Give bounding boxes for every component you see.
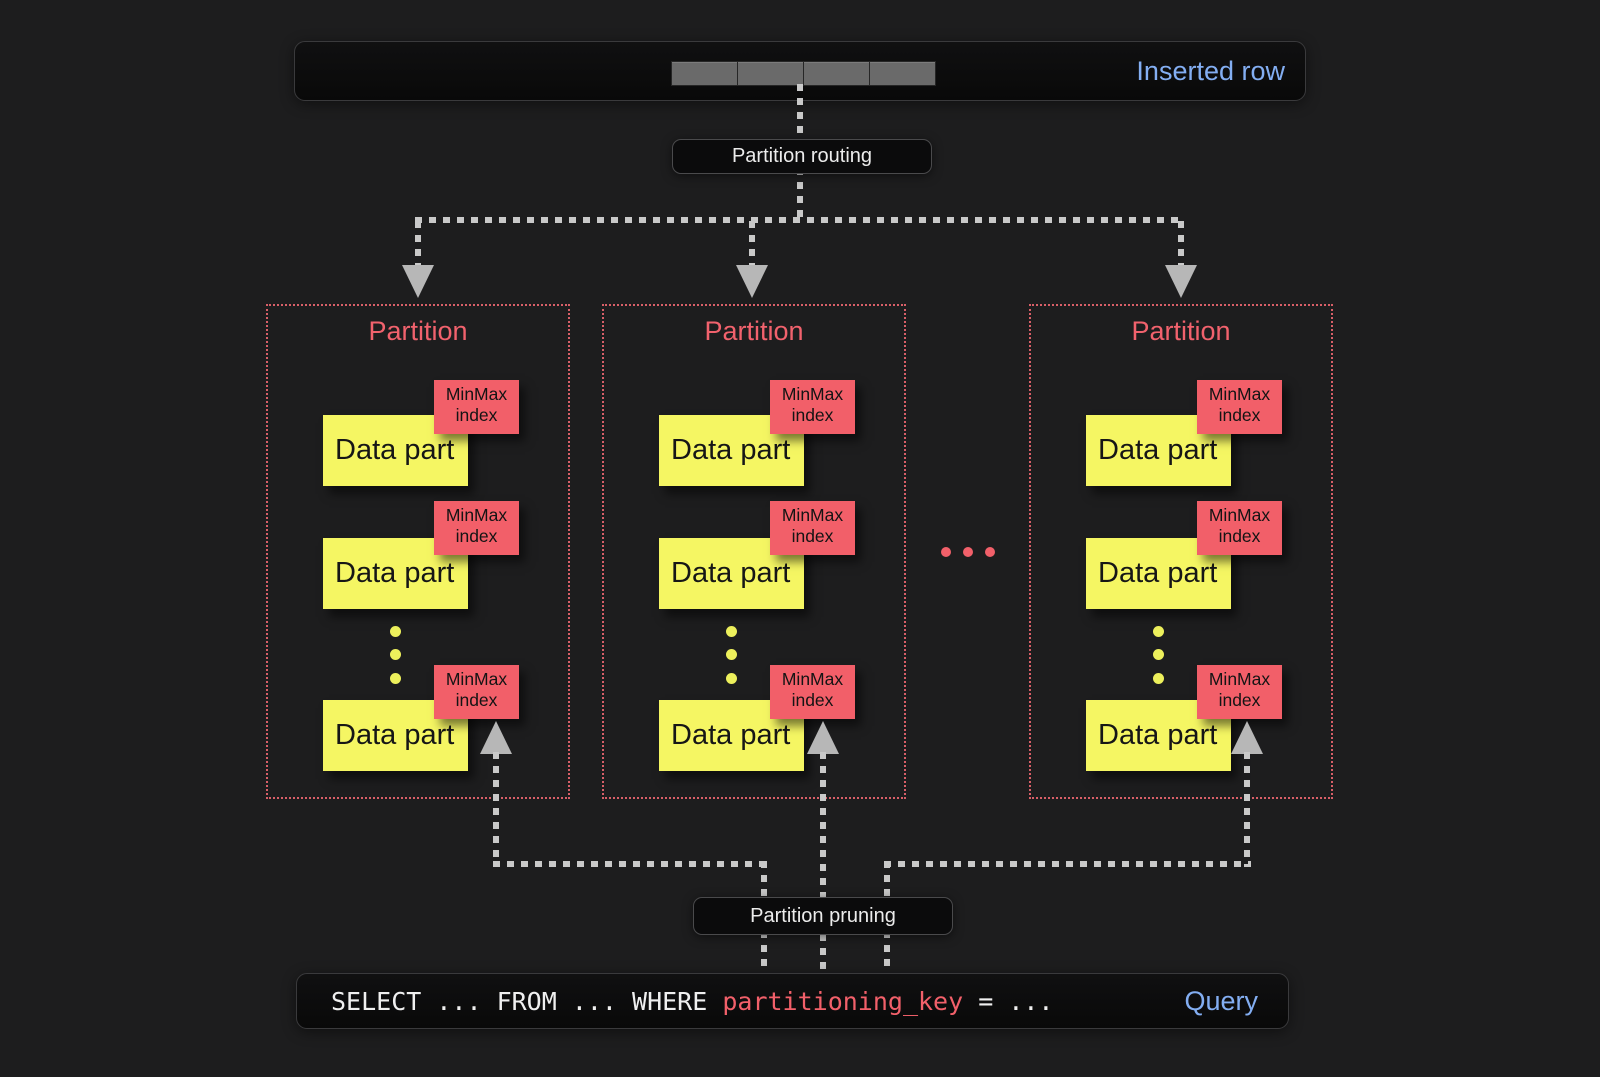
- minmax-index-tag: MinMax index: [434, 501, 519, 555]
- row-segment-cell: [803, 61, 869, 86]
- data-part-box: Data part: [659, 538, 804, 609]
- minmax-index-tag: MinMax index: [434, 665, 519, 719]
- vertical-ellipsis-dot: [390, 626, 401, 637]
- pruning-collector-left: [493, 861, 767, 867]
- branch-line-left: [415, 221, 421, 265]
- partition-pruning-text: Partition pruning: [750, 904, 896, 927]
- inserted-row-label: Inserted row: [1136, 55, 1285, 86]
- arrow-down-icon: [402, 265, 434, 298]
- partition-pruning-label: Partition pruning: [693, 897, 953, 935]
- branch-line-middle: [749, 221, 755, 265]
- partition-routing-label: Partition routing: [672, 139, 932, 174]
- partition-box-2: Partition MinMax index Data part MinMax …: [602, 304, 906, 799]
- partition-title: Partition: [1131, 316, 1231, 346]
- vertical-ellipsis-dot: [726, 626, 737, 637]
- pruning-line-left: [493, 752, 499, 867]
- vertical-ellipsis-dot: [1153, 649, 1164, 660]
- partition-routing-text: Partition routing: [731, 145, 873, 167]
- data-part-box: Data part: [659, 415, 804, 486]
- partition-box-3: Partition MinMax index Data part MinMax …: [1029, 304, 1333, 799]
- partition-title: Partition: [704, 316, 804, 346]
- data-part-box: Data part: [1086, 415, 1231, 486]
- partition-title: Partition: [368, 316, 468, 346]
- sql-text: SELECT ... FROM ... WHERE partitioning_k…: [331, 987, 1053, 1016]
- inserted-row-bar: Inserted row: [294, 41, 1306, 101]
- query-bar: SELECT ... FROM ... WHERE partitioning_k…: [296, 973, 1289, 1029]
- vertical-ellipsis-dot: [390, 673, 401, 684]
- minmax-index-tag: MinMax index: [770, 501, 855, 555]
- distribution-line: [415, 217, 1181, 223]
- partition-box-1: Partition MinMax index Data part MinMax …: [266, 304, 570, 799]
- row-segment-cell: [737, 61, 803, 86]
- arrow-up-icon: [807, 721, 839, 754]
- row-segment-cell: [869, 61, 936, 86]
- pruning-line-middle: [820, 752, 826, 973]
- arrow-up-icon: [480, 721, 512, 754]
- minmax-index-tag: MinMax index: [770, 665, 855, 719]
- vertical-ellipsis-dot: [390, 649, 401, 660]
- row-segment-cell: [671, 61, 737, 86]
- pruning-collector-right: [884, 861, 1251, 867]
- branch-line-right: [1178, 221, 1184, 265]
- vertical-ellipsis-dot: [1153, 626, 1164, 637]
- pruning-line-right: [1244, 752, 1250, 867]
- sql-keyword-highlight: partitioning_key: [722, 986, 964, 1016]
- query-label: Query: [1184, 985, 1258, 1016]
- sql-suffix: = ...: [963, 986, 1054, 1016]
- ellipsis-dot: [985, 547, 995, 557]
- arrow-down-icon: [1165, 265, 1197, 298]
- minmax-index-tag: MinMax index: [1197, 380, 1282, 434]
- ellipsis-dot: [963, 547, 973, 557]
- data-part-box: Data part: [1086, 700, 1231, 771]
- minmax-index-tag: MinMax index: [434, 380, 519, 434]
- ellipsis-dot: [941, 547, 951, 557]
- minmax-index-tag: MinMax index: [1197, 665, 1282, 719]
- arrow-down-icon: [736, 265, 768, 298]
- minmax-index-tag: MinMax index: [1197, 501, 1282, 555]
- vertical-ellipsis-dot: [726, 673, 737, 684]
- vertical-ellipsis-dot: [726, 649, 737, 660]
- arrow-up-icon: [1231, 721, 1263, 754]
- partitions-ellipsis-dots: [941, 547, 995, 557]
- minmax-index-tag: MinMax index: [770, 380, 855, 434]
- vertical-ellipsis-dot: [1153, 673, 1164, 684]
- sql-prefix: SELECT ... FROM ... WHERE: [331, 986, 723, 1016]
- row-segments: [671, 61, 936, 86]
